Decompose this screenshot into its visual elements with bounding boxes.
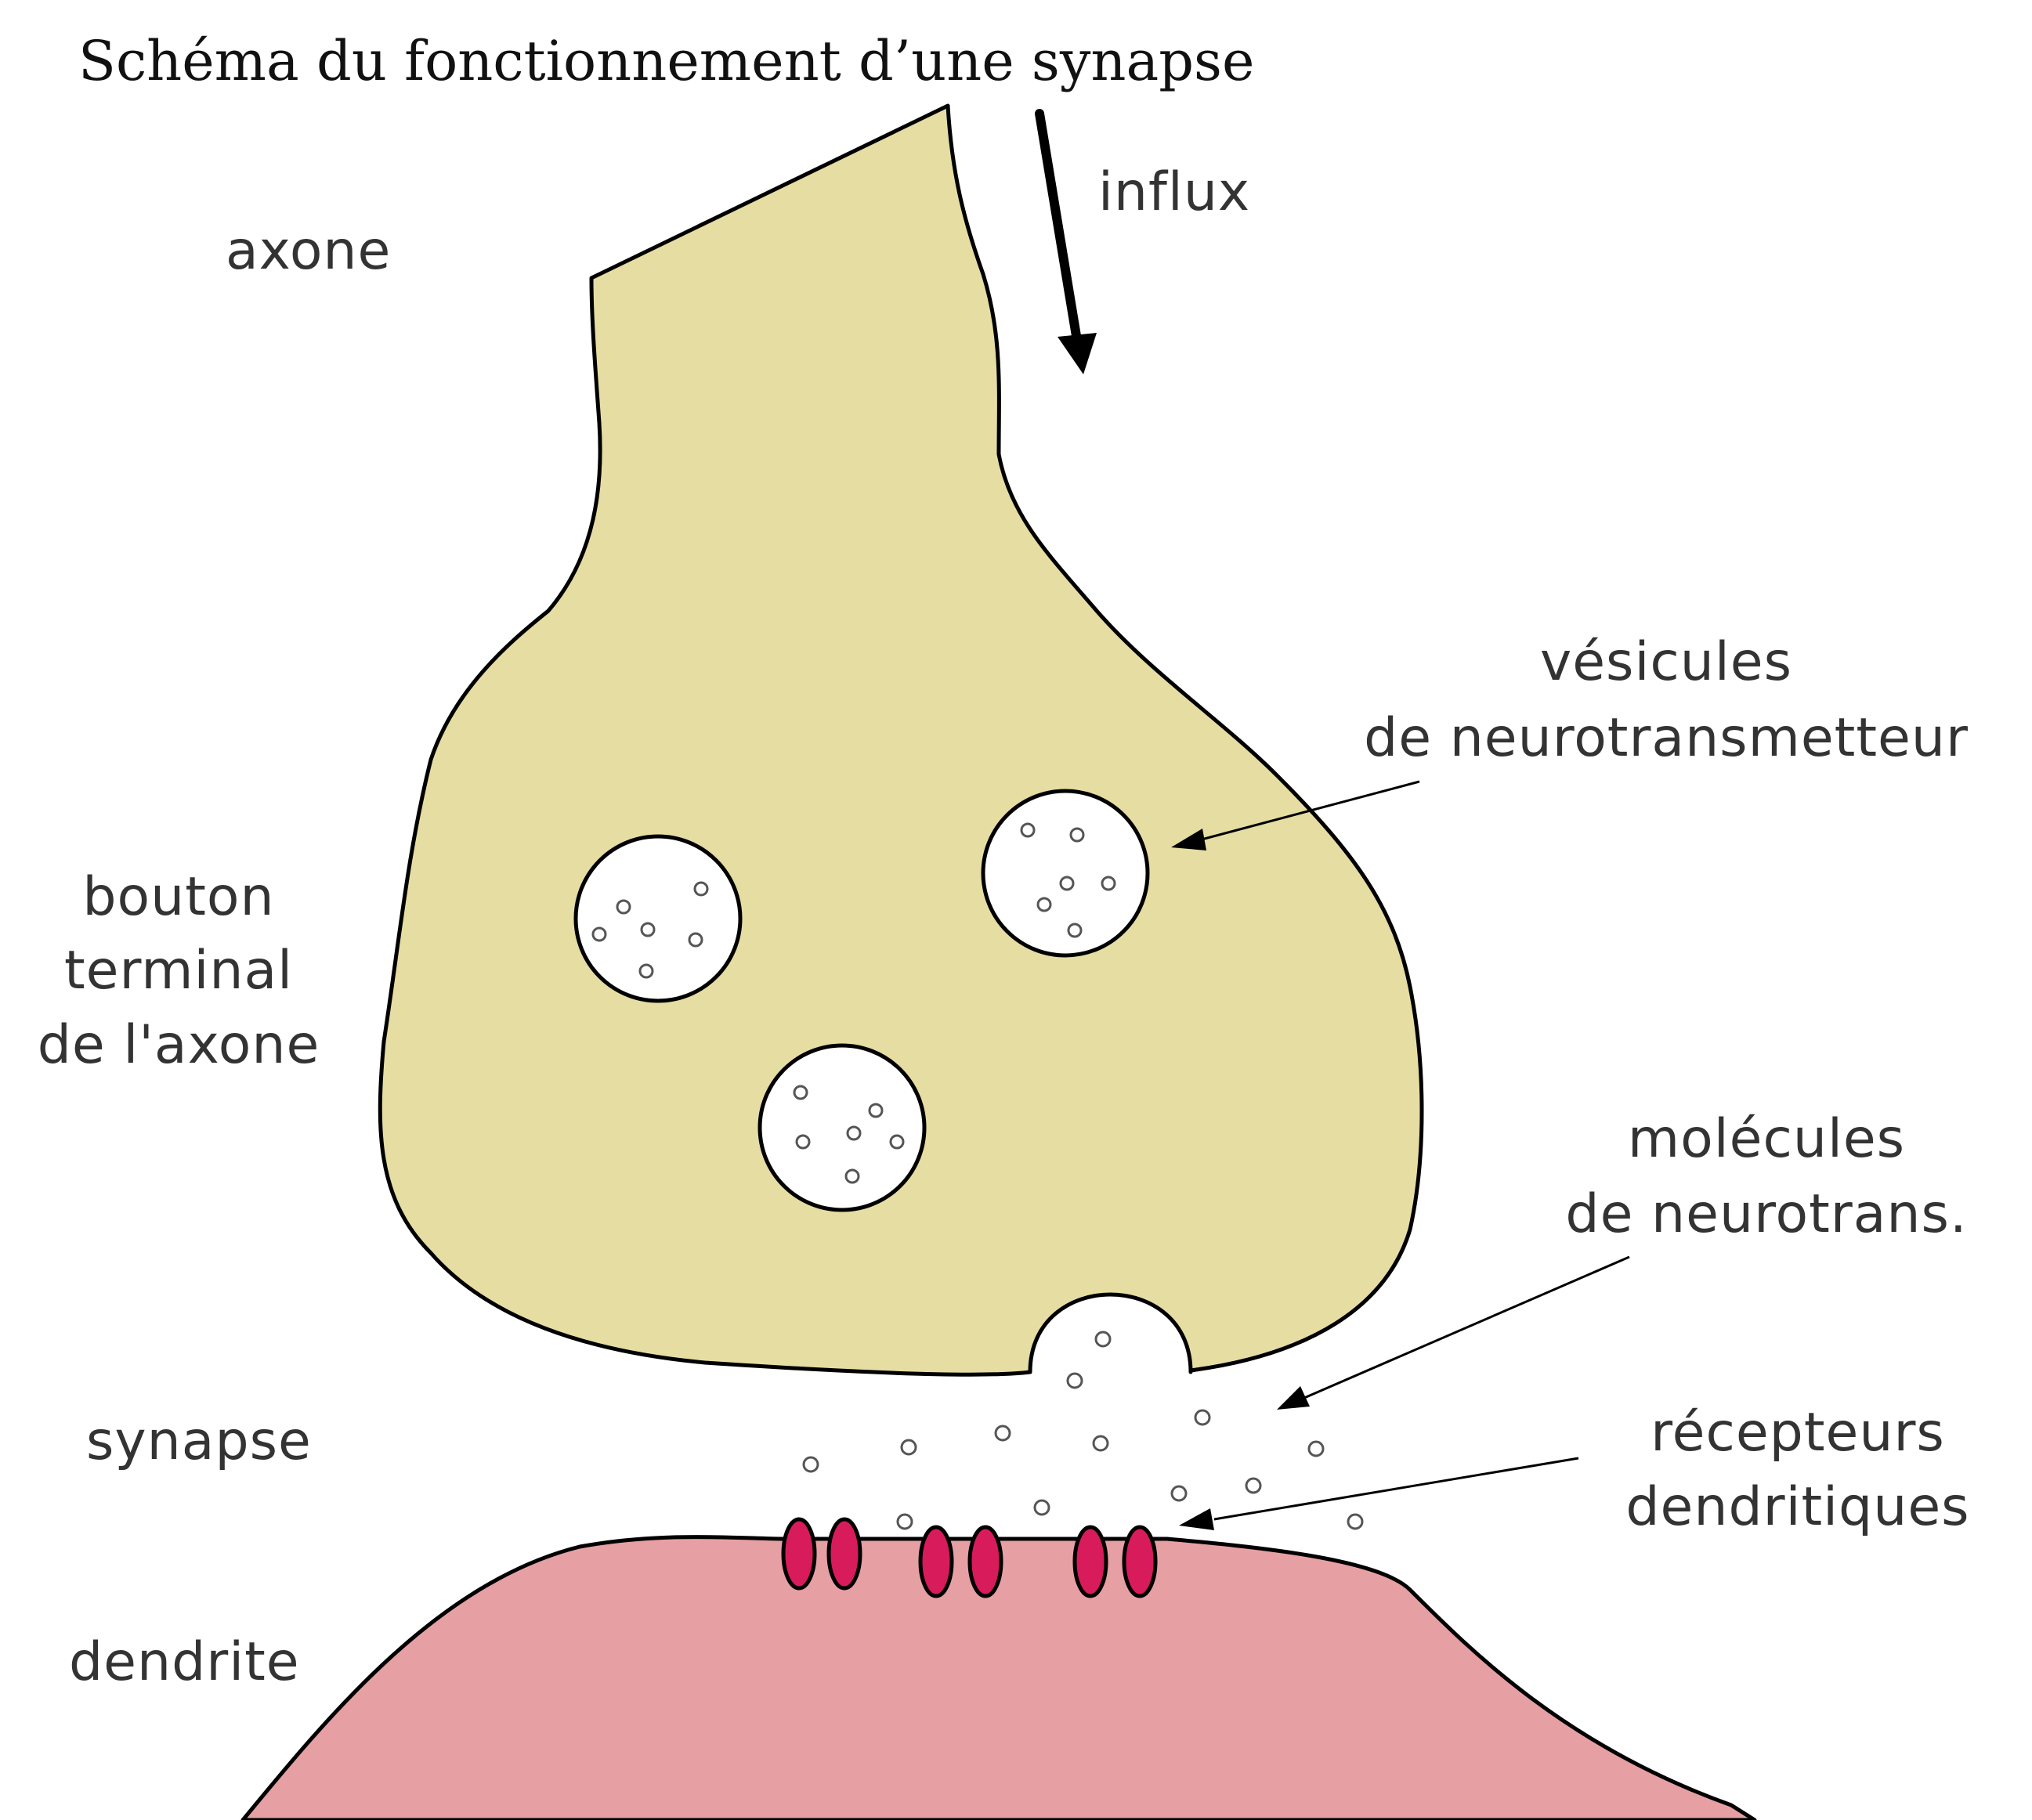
vesicle-bottom bbox=[760, 1045, 924, 1210]
vesicle-left bbox=[576, 836, 740, 1001]
vesicle-right bbox=[983, 791, 1148, 955]
label-dendrite: dendrite bbox=[69, 1631, 300, 1693]
label-recepteurs-line1: récepteurs bbox=[1651, 1402, 1945, 1464]
label-bouton-line1: bouton bbox=[82, 866, 274, 928]
label-molecules-line2: de neurotrans. bbox=[1565, 1183, 1967, 1245]
label-molecules-line1: molécules bbox=[1628, 1108, 1905, 1170]
label-synapse: synapse bbox=[86, 1410, 312, 1472]
influx-arrow bbox=[1040, 114, 1097, 374]
pointer-receptors bbox=[1179, 1458, 1578, 1530]
label-axone: axone bbox=[226, 220, 391, 282]
label-bouton-line3: de l'axone bbox=[38, 1014, 320, 1076]
label-vesicules-line2: de neurotransmetteur bbox=[1364, 707, 1969, 769]
label-recepteurs-line2: dendritiques bbox=[1625, 1476, 1969, 1538]
label-bouton-line2: terminal bbox=[64, 940, 293, 1002]
label-influx: influx bbox=[1098, 161, 1250, 223]
label-vesicules-line1: vésicules bbox=[1540, 631, 1792, 693]
diagram-title: Schéma du fonctionnement d’une synapse bbox=[78, 29, 1254, 93]
